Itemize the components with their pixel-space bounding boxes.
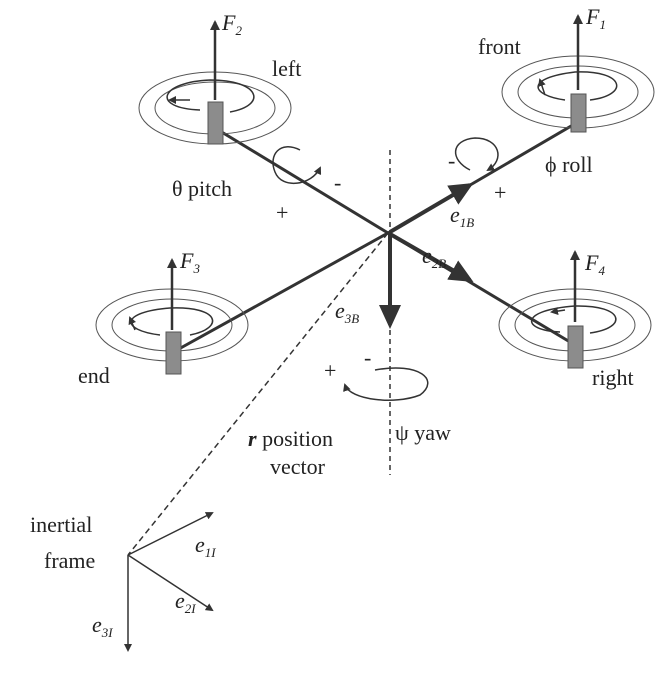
e2i-label: e2I (175, 588, 196, 616)
e1i-label: e1I (195, 532, 216, 560)
pitch-rotation-arrow (272, 146, 322, 185)
roll-minus: - (448, 148, 455, 173)
roll-plus: + (494, 180, 506, 205)
e2b-arrow (389, 232, 474, 282)
yaw-label: ψ yaw (395, 420, 451, 445)
pitch-minus: - (334, 170, 341, 195)
pitch-label: θ pitch (172, 176, 232, 201)
e2b-label: e2B (422, 243, 446, 271)
position-vector-label-line1: r position (248, 426, 333, 451)
rotor-end (95, 258, 249, 375)
force-f2-label: F2 (221, 10, 242, 38)
force-f1-label: F1 (585, 4, 606, 32)
rotor-right (498, 250, 652, 369)
e3b-label: e3B (335, 298, 359, 326)
inertial-frame-label-line1: inertial (30, 512, 92, 537)
yaw-minus: - (364, 345, 371, 370)
e3i-label: e3I (92, 612, 113, 640)
roll-rotation-arrow (454, 137, 499, 172)
e1b-label: e1B (450, 202, 474, 230)
e1b-arrow (388, 182, 474, 234)
front-label: front (478, 34, 521, 59)
rotor-left (138, 20, 292, 145)
inertial-frame-label-line2: frame (44, 548, 95, 573)
force-f3-label: F3 (179, 248, 200, 276)
right-label: right (592, 365, 634, 390)
arms (176, 120, 579, 352)
pitch-plus: + (276, 200, 288, 225)
yaw-rotation-arrow (343, 367, 429, 401)
yaw-plus: + (324, 358, 336, 383)
force-f4-label: F4 (584, 250, 605, 278)
roll-label: ϕ roll (545, 152, 593, 177)
position-vector-label-line2: vector (270, 454, 326, 479)
rotor-front (501, 14, 655, 133)
end-label: end (78, 363, 110, 388)
position-vector (127, 232, 389, 556)
inertial-frame-axes (124, 512, 214, 652)
left-label: left (272, 56, 301, 81)
